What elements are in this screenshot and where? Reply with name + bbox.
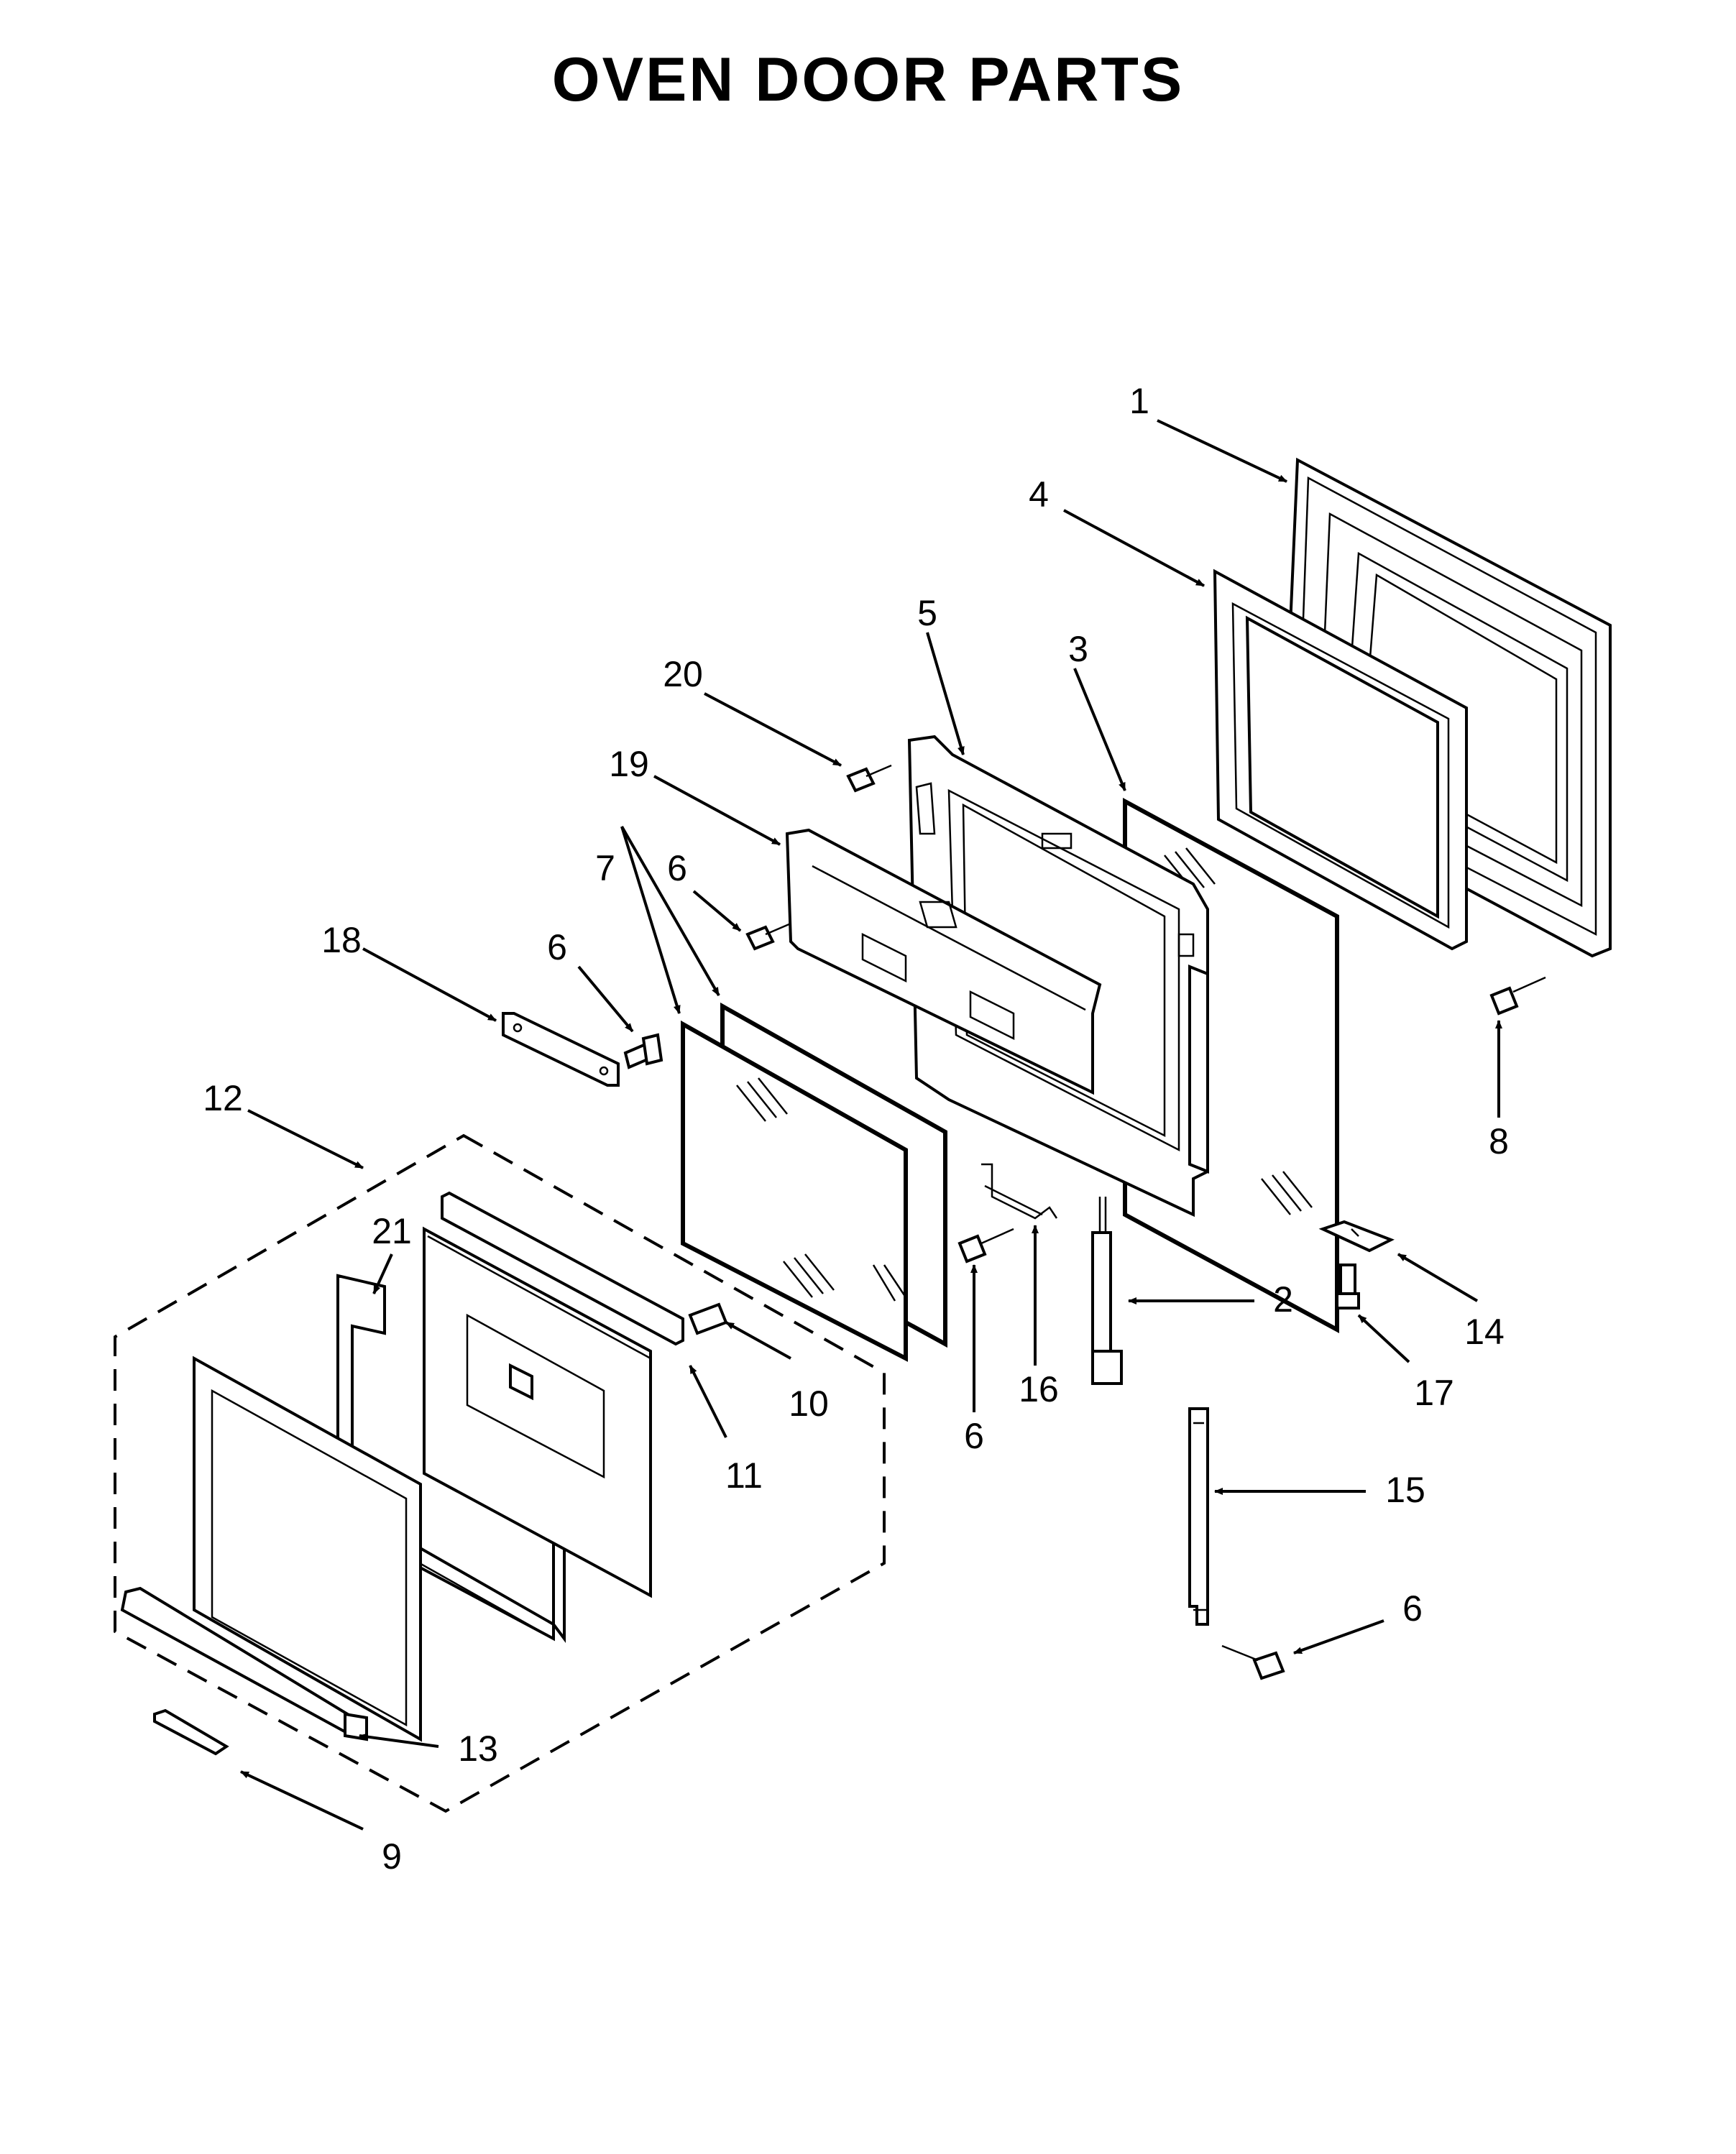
callout-3: 3 [1068, 629, 1088, 669]
callout-13: 13 [458, 1729, 498, 1769]
part-18-bracket [502, 1012, 620, 1087]
screw-6d [1221, 1644, 1285, 1680]
callout-8: 8 [1489, 1121, 1509, 1161]
screw-6a [623, 1033, 663, 1069]
part-14-clip [1318, 1220, 1395, 1253]
part-11-bracket [441, 1191, 684, 1346]
callout-9: 9 [382, 1836, 402, 1877]
diagram-title: OVEN DOOR PARTS [551, 45, 1185, 114]
part-10-screw [688, 1302, 728, 1335]
part-12-outer-door-assembly [114, 1133, 886, 1813]
callout-19: 19 [609, 744, 649, 784]
leader-lines [240, 419, 1502, 1831]
screw-20 [846, 764, 892, 793]
callout-10: 10 [789, 1384, 829, 1424]
part-19-shield-panel [785, 828, 1102, 1095]
callout-4: 4 [1029, 474, 1049, 515]
part-17-screw [1336, 1264, 1360, 1310]
callout-6-left: 6 [547, 927, 567, 967]
callout-14: 14 [1464, 1312, 1505, 1352]
part-4-gasket-frame [1213, 569, 1468, 951]
part-9-badge [153, 1708, 229, 1756]
callout-11: 11 [725, 1455, 763, 1496]
callout-6-right: 6 [1402, 1588, 1423, 1629]
callout-12: 12 [203, 1078, 243, 1118]
callout-5: 5 [917, 593, 937, 633]
screw-6c [957, 1228, 1014, 1264]
part-2-hinge [1091, 1197, 1123, 1385]
front-glass-panel [193, 1356, 422, 1742]
callout-7: 7 [595, 848, 615, 888]
callout-6-upper: 6 [667, 848, 687, 888]
screw-8 [1489, 976, 1546, 1016]
part-16-wire-bracket [981, 1163, 1058, 1220]
callout-21: 21 [372, 1211, 412, 1251]
inner-door-panel [423, 1226, 652, 1598]
callout-20: 20 [663, 654, 703, 694]
screw-6b [745, 922, 791, 951]
callout-2: 2 [1273, 1279, 1293, 1320]
callout-17: 17 [1414, 1373, 1454, 1413]
callout-18: 18 [321, 920, 362, 960]
part-15-rail [1188, 1407, 1209, 1626]
callout-15: 15 [1385, 1470, 1425, 1510]
callout-1: 1 [1129, 381, 1149, 421]
part-13-handle [120, 1586, 368, 1741]
callout-6-lower: 6 [964, 1416, 984, 1456]
callout-16: 16 [1019, 1369, 1059, 1409]
part-7-glass-panes [681, 1002, 947, 1362]
